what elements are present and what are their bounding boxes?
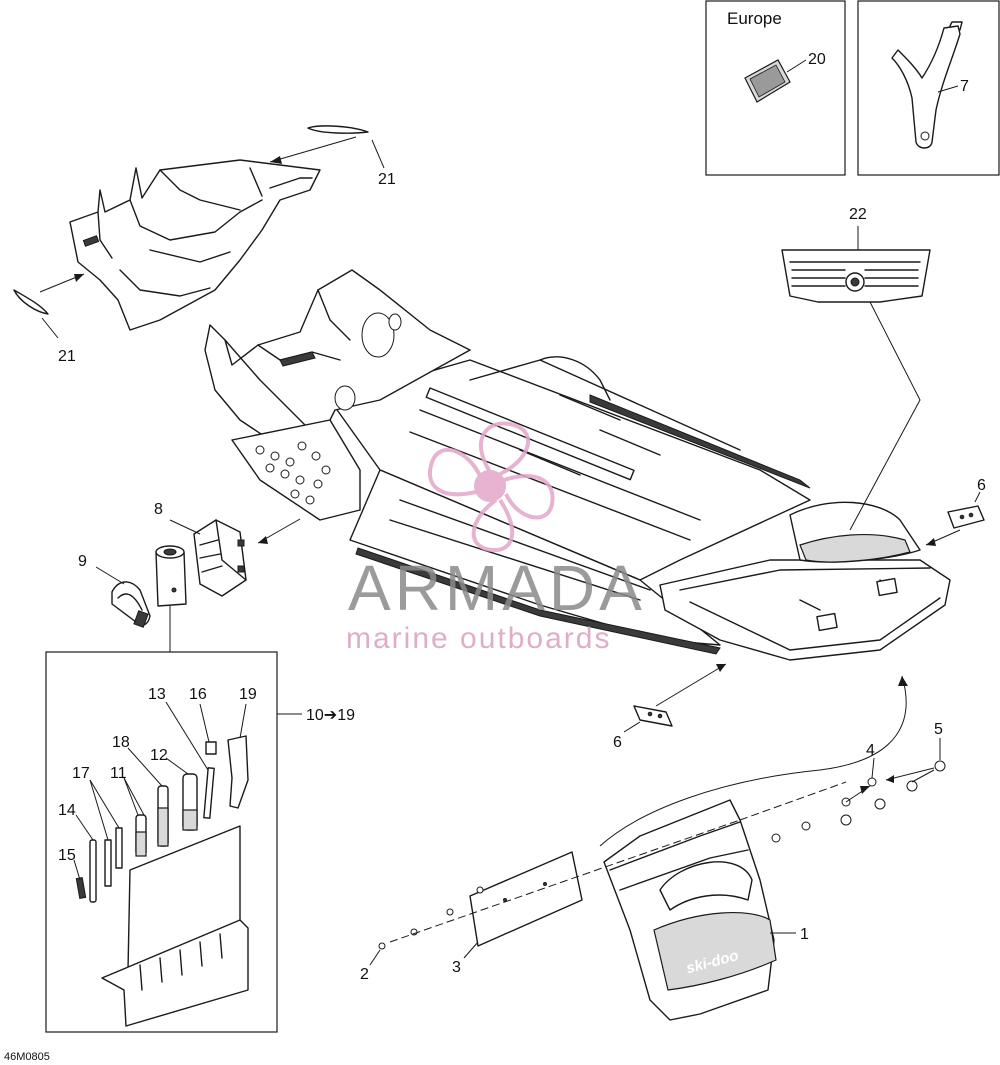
console-part-21	[69, 159, 321, 331]
callout-17: 17	[72, 765, 90, 782]
callout-21-left: 21	[58, 348, 76, 365]
tool-17	[104, 827, 123, 887]
tool-18	[157, 785, 169, 847]
figure-code: 46M0805	[4, 1051, 50, 1063]
watermark-propeller-logo	[428, 421, 555, 553]
callout-19: 19	[239, 686, 257, 703]
callout-6-right: 6	[977, 477, 986, 494]
tool-holder-part-8	[193, 519, 247, 597]
tool-15	[75, 877, 87, 899]
tool-14	[89, 839, 97, 903]
trim-strip-21-left	[13, 289, 49, 315]
watermark: ARMADA marine outboards	[346, 421, 646, 655]
reflector-part-6-bottom	[633, 705, 673, 727]
callout-15: 15	[58, 847, 76, 864]
inset-europe-title: Europe	[727, 9, 782, 28]
tool-kit-box: 10➔19	[45, 651, 355, 1033]
strap-part-9	[111, 581, 151, 628]
callout-6-bottom: 6	[613, 734, 622, 751]
callout-9: 9	[78, 553, 87, 570]
warning-decal-part-22	[781, 249, 931, 303]
callout-3: 3	[452, 959, 461, 976]
callout-12: 12	[150, 747, 168, 764]
tool-13	[203, 767, 215, 819]
callout-5: 5	[934, 721, 943, 738]
callout-20: 20	[808, 51, 826, 68]
watermark-brand: ARMADA	[348, 552, 646, 624]
tool-16	[205, 741, 217, 755]
callout-16: 16	[189, 686, 207, 703]
washers-part-5	[840, 760, 946, 826]
mud-flap-part-1: ski-doo	[603, 799, 777, 1021]
callout-18: 18	[112, 734, 130, 751]
nuts-part-2	[378, 886, 484, 950]
callout-2: 2	[360, 966, 369, 983]
reflector-part-6-right	[947, 505, 985, 529]
footrest-holes	[255, 441, 331, 505]
tool-tube-part-10	[155, 545, 187, 607]
tool-12	[182, 773, 198, 831]
callout-13: 13	[148, 686, 166, 703]
tool-19	[227, 735, 249, 809]
watermark-tagline: marine outboards	[346, 622, 611, 655]
callout-4: 4	[866, 742, 875, 759]
callout-10-19: 10➔19	[306, 707, 355, 724]
trim-strip-21-top	[307, 125, 369, 134]
chassis-frame	[204, 269, 951, 661]
callout-21-top: 21	[378, 171, 396, 188]
callout-7: 7	[960, 78, 969, 95]
callout-8: 8	[154, 501, 163, 518]
tool-11	[135, 814, 147, 857]
inset-europe: Europe 20	[705, 0, 846, 176]
backing-plate-part-3	[469, 851, 583, 947]
callout-11: 11	[110, 765, 127, 782]
tool-pouch	[101, 825, 249, 1027]
spanner-wrench-part-7	[891, 21, 963, 149]
inset-wrench: 7	[857, 0, 1000, 176]
callout-14: 14	[58, 802, 76, 819]
rivets-part-4	[771, 777, 877, 843]
reflector-part-20	[744, 59, 791, 103]
callout-1: 1	[800, 926, 809, 943]
callout-22: 22	[849, 206, 867, 223]
